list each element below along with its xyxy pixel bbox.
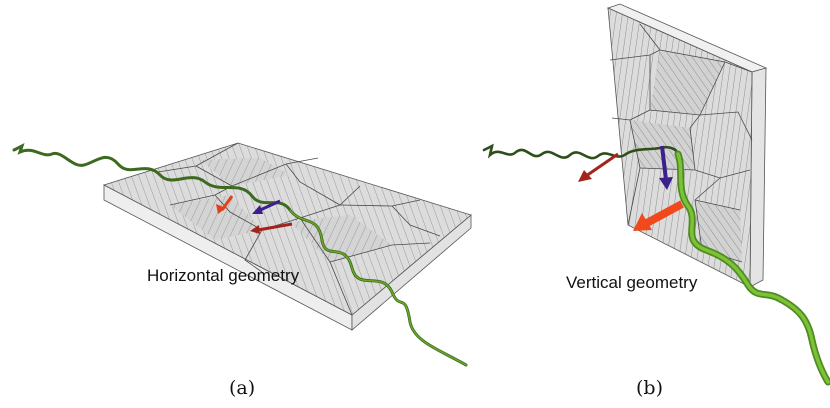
panel-b-caption: (b) bbox=[636, 377, 663, 399]
arrow-red-b bbox=[633, 200, 684, 231]
wall-right-face bbox=[749, 67, 767, 288]
slab-top-face bbox=[102, 142, 472, 316]
slab-cell bbox=[200, 158, 290, 186]
wall-cell bbox=[695, 200, 742, 262]
slab-cell-edges bbox=[157, 142, 441, 316]
wave-b-light-core bbox=[676, 152, 830, 384]
arrow-darkred-b bbox=[578, 152, 619, 182]
panel-b bbox=[482, 3, 830, 386]
arrow-purple bbox=[252, 199, 281, 214]
panel-b-label: Vertical geometry bbox=[566, 273, 698, 292]
wave-a-highlight bbox=[289, 209, 467, 366]
panel-a bbox=[12, 142, 472, 367]
slab-cell bbox=[170, 195, 262, 240]
wall-cell bbox=[650, 50, 725, 115]
arrow-purple-b bbox=[659, 145, 673, 190]
panel-a-caption: (a) bbox=[229, 377, 256, 399]
arrow-darkred bbox=[250, 222, 293, 234]
wave-b-dark bbox=[482, 143, 680, 160]
panel-a-label: Horizontal geometry bbox=[147, 266, 300, 285]
arrow-red bbox=[216, 195, 234, 214]
